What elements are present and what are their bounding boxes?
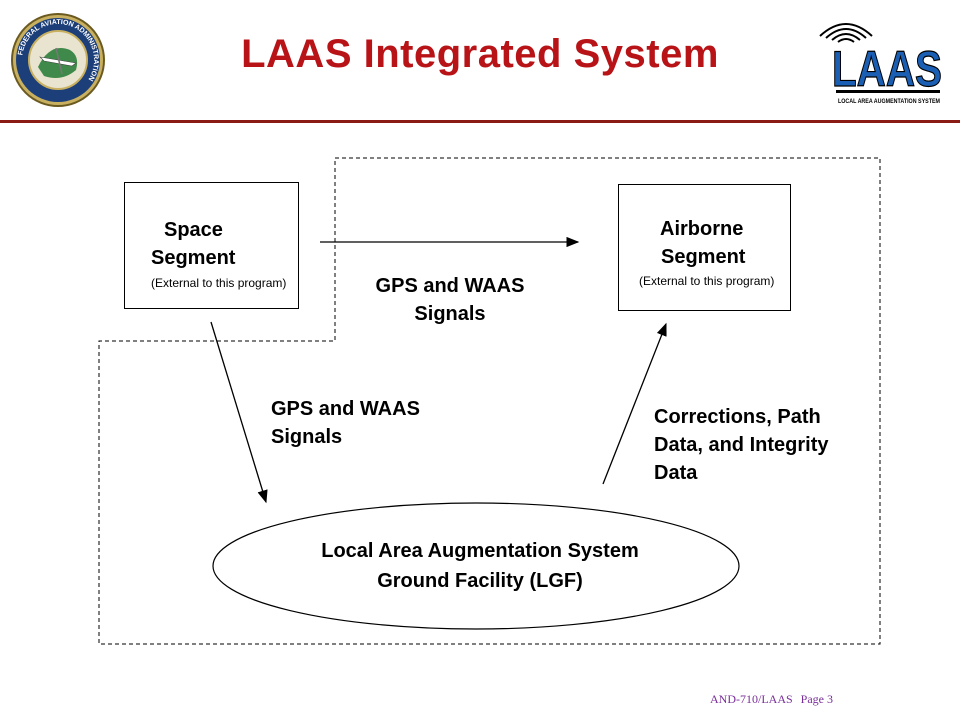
footer-page-number: Page 3 (800, 692, 833, 706)
corrections-label: Corrections, Path Data, and Integrity Da… (654, 403, 828, 487)
slide-footer: AND-710/LAAS Page 3 (710, 692, 841, 707)
arrow-space-to-ground (210, 321, 268, 504)
airborne-segment-note: (External to this program) (639, 274, 775, 288)
space-segment-line1: Space (164, 219, 223, 241)
slide-title: LAAS Integrated System (241, 32, 719, 76)
faa-seal-logo: FEDERAL AVIATION ADMINISTRATION (11, 13, 105, 107)
footer-doc-code: AND-710/LAAS (710, 692, 793, 706)
laas-wordmark: LAAS (832, 41, 942, 97)
airborne-segment-box: Airborne Segment (External to this progr… (618, 184, 791, 311)
ground-facility-line1: Local Area Augmentation System (321, 540, 639, 562)
corrections-label-line1: Corrections, Path (654, 406, 821, 428)
space-segment-note: (External to this program) (151, 276, 287, 290)
signal-label-top-line2: Signals (414, 303, 486, 325)
laas-logo: LAAS LOCAL AREA AUGMENTATION SYSTEM (819, 23, 943, 105)
airborne-segment-line1: Airborne (660, 218, 744, 240)
signal-label-top-line1: GPS and WAAS (375, 275, 525, 297)
corrections-label-line2: Data, and Integrity (654, 434, 829, 456)
signal-label-left: GPS and WAAS Signals (271, 395, 420, 451)
title-divider (0, 120, 960, 123)
arrow-ground-to-airborne (602, 322, 667, 485)
ground-facility-ellipse (212, 502, 740, 630)
ground-facility-line2: Ground Facility (LGF) (377, 570, 583, 592)
signal-label-left-line1: GPS and WAAS (271, 398, 420, 420)
airborne-segment-line2: Segment (661, 246, 746, 268)
space-segment-box: Space Segment (External to this program) (124, 182, 299, 309)
corrections-label-line3: Data (654, 462, 698, 484)
ground-facility-label: Local Area Augmentation System Ground Fa… (240, 536, 720, 596)
space-segment-line2: Segment (151, 247, 236, 269)
signal-label-left-line2: Signals (271, 426, 343, 448)
signal-label-top: GPS and WAAS Signals (350, 272, 550, 328)
laas-tagline: LOCAL AREA AUGMENTATION SYSTEM (838, 98, 940, 105)
